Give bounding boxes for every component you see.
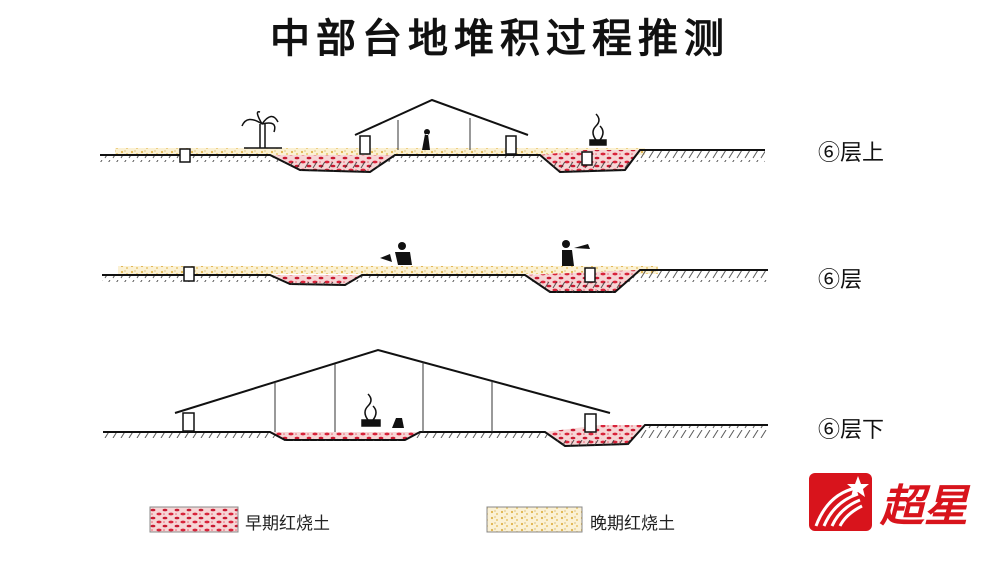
panel-layer6-lower	[103, 348, 768, 448]
post-hole	[505, 135, 517, 155]
person-dumping-icon	[562, 240, 590, 266]
panel-layer6-upper	[100, 98, 765, 174]
post-hole	[179, 148, 191, 163]
post-hole	[584, 413, 597, 433]
layer-label: ⑥层上	[818, 141, 885, 166]
page-title: 中部台地堆积过程推测	[270, 15, 730, 62]
legend-label-late: 晚期红烧土	[590, 514, 675, 534]
post-hole	[182, 412, 195, 432]
smoke-fire-icon	[361, 393, 381, 427]
person-icon	[392, 418, 404, 428]
person-icon	[422, 129, 430, 150]
late-burnt-soil-layer	[115, 148, 645, 155]
late-burnt-soil-layer	[118, 266, 658, 274]
chaoxing-logo-icon	[809, 473, 872, 531]
tree-icon	[241, 111, 282, 149]
ground-line	[103, 424, 768, 448]
house-roof	[174, 348, 611, 414]
post-hole	[584, 267, 596, 283]
smoke-fire-icon	[589, 113, 607, 146]
house-roof	[354, 98, 529, 136]
ground-line	[102, 269, 768, 293]
panel-layer6	[102, 240, 768, 293]
layer-label: ⑥层	[818, 268, 863, 293]
post-hole	[183, 266, 195, 282]
logo-text: 超星	[880, 481, 968, 532]
legend-swatch-early	[149, 506, 239, 533]
legend-swatch-late	[486, 506, 583, 533]
layer-label: ⑥层下	[818, 418, 885, 443]
post-hole	[581, 151, 593, 166]
person-dumping-icon	[380, 242, 412, 265]
post-hole	[359, 135, 371, 155]
legend-label-early: 早期红烧土	[245, 514, 330, 534]
